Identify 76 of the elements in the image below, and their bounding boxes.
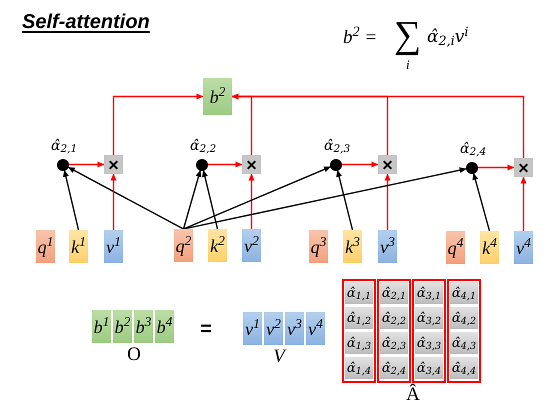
weight-label: α̂$_{2,4}$ — [460, 142, 486, 156]
key-vector-box: k$^{1}$ — [69, 230, 88, 263]
matrix-column-outline — [342, 279, 376, 383]
arrow — [384, 174, 390, 230]
matrix-label: O — [127, 345, 141, 364]
weight-cell: α̂$_{2,1}$ — [380, 282, 408, 304]
weight-label: α̂$_{2,1}$ — [51, 138, 78, 152]
weight-label: α̂$_{2,3}$ — [324, 138, 350, 152]
weight-cell: α̂$_{3,2}$ — [415, 307, 443, 329]
weight-cell: α̂$_{4,2}$ — [450, 307, 478, 329]
weight-cell: α̂$_{1,1}$ — [345, 282, 373, 304]
title: Self-attention — [22, 10, 150, 35]
key-vector-box: k$^{3}$ — [343, 230, 362, 263]
weight-cell: α̂$_{4,3}$ — [450, 332, 478, 354]
multiply-box: × — [104, 155, 123, 174]
query-vector-box: q$^{3}$ — [309, 230, 328, 263]
arrow — [112, 94, 204, 155]
arrow — [202, 170, 218, 230]
arrow — [478, 164, 514, 170]
weight-cell: α̂$_{2,4}$ — [380, 357, 408, 379]
matrix-label: V — [273, 347, 285, 366]
arrow — [183, 167, 467, 230]
value-vector-box: v$^{2}$ — [264, 312, 283, 345]
multiply-box: × — [242, 155, 261, 174]
weight-cell: α̂$_{4,1}$ — [450, 282, 478, 304]
value-vector-box: v$^{4}$ — [306, 312, 325, 345]
arrow — [182, 170, 202, 230]
multiply-box: × — [378, 155, 397, 174]
arrow — [110, 174, 116, 230]
query-vector-box: q$^{4}$ — [446, 231, 465, 264]
key-vector-box: k$^{4}$ — [480, 231, 499, 264]
output-vector-box: b$^{2}$ — [113, 310, 132, 343]
matrix-column-outline — [412, 279, 446, 383]
equation-text: b$^{2}$ = — [343, 28, 378, 47]
output-vector-box: b$^{2}$ — [203, 78, 232, 115]
arrow — [232, 94, 524, 158]
arrow — [68, 166, 184, 230]
arrow — [336, 170, 354, 230]
arrow — [208, 162, 242, 168]
weight-cell: α̂$_{2,2}$ — [380, 307, 408, 329]
weight-cell: α̂$_{1,4}$ — [345, 357, 373, 379]
equals-sign: = — [200, 319, 212, 339]
matrix-label: Â — [406, 385, 420, 404]
output-vector-box: b$^{1}$ — [92, 310, 111, 343]
weight-cell: α̂$_{1,3}$ — [345, 332, 373, 354]
arrow — [342, 162, 378, 168]
value-vector-box: v$^{3}$ — [285, 312, 304, 345]
weight-cell: α̂$_{1,2}$ — [345, 307, 373, 329]
output-vector-box: b$^{3}$ — [134, 310, 153, 343]
arrow — [520, 176, 526, 231]
weight-cell: α̂$_{3,4}$ — [415, 357, 443, 379]
arrow — [472, 172, 490, 232]
query-vector-box: q$^{2}$ — [174, 229, 193, 262]
arrow — [183, 166, 331, 230]
equation-text: α̂$_{2,i}$v$^{i}$ — [427, 29, 468, 46]
multiply-box: × — [514, 158, 533, 177]
key-vector-box: k$^{2}$ — [208, 229, 227, 262]
weight-label: α̂$_{2,2}$ — [190, 138, 216, 152]
arrow — [62, 170, 80, 230]
summation-sign: ∑ — [394, 16, 422, 54]
matrix-column-outline — [377, 279, 411, 383]
weight-cell: α̂$_{2,3}$ — [380, 332, 408, 354]
query-vector-box: q$^{1}$ — [36, 230, 55, 263]
weight-cell: α̂$_{4,4}$ — [450, 357, 478, 379]
summation-index: i — [406, 58, 410, 71]
arrow — [248, 174, 254, 229]
weight-cell: α̂$_{3,1}$ — [415, 282, 443, 304]
matrix-column-outline — [447, 279, 481, 383]
output-vector-box: b$^{4}$ — [155, 310, 174, 343]
value-vector-box: v$^{3}$ — [378, 230, 397, 263]
value-vector-box: v$^{4}$ — [514, 231, 533, 264]
value-vector-box: v$^{2}$ — [242, 229, 261, 262]
value-vector-box: v$^{1}$ — [104, 230, 123, 263]
arrow — [69, 162, 104, 168]
value-vector-box: v$^{1}$ — [243, 312, 262, 345]
weight-cell: α̂$_{3,3}$ — [415, 332, 443, 354]
